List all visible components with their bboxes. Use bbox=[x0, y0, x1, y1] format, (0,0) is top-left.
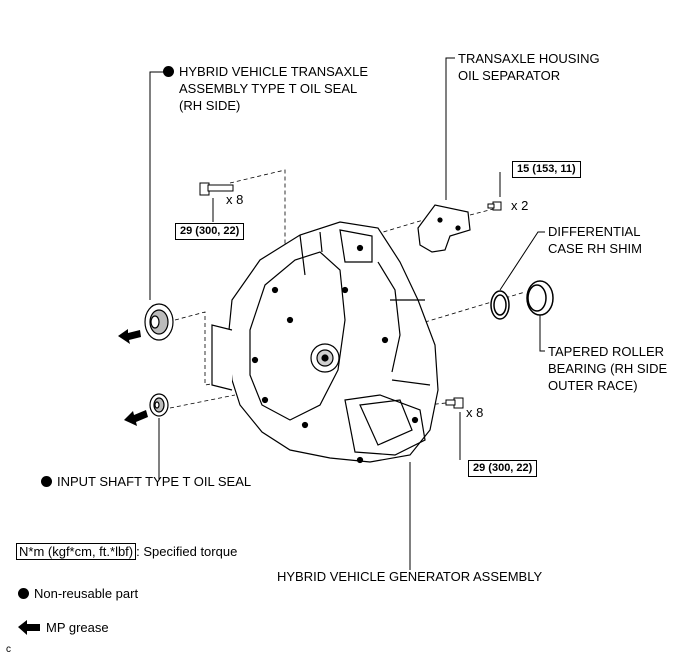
side-bolt-part bbox=[445, 397, 464, 409]
label-oil-seal-rh: HYBRID VEHICLE TRANSAXLE ASSEMBLY TYPE T… bbox=[163, 63, 368, 114]
label-diff-shim: DIFFERENTIAL CASE RH SHIM bbox=[548, 224, 642, 256]
torque-side-bolt: 29 (300, 22) bbox=[468, 460, 538, 477]
separator-bolt-part bbox=[487, 201, 502, 211]
legend-grease: MP grease bbox=[46, 620, 109, 635]
leader-lines bbox=[149, 57, 545, 570]
label-generator: HYBRID VEHICLE GENERATOR ASSEMBLY bbox=[277, 569, 543, 584]
transaxle-housing bbox=[211, 221, 439, 464]
non-reusable-icon bbox=[18, 588, 29, 599]
label-roller-bearing: TAPERED ROLLER BEARING (RH SIDE OUTER RA… bbox=[548, 344, 668, 393]
label-oil-separator: TRANSAXLE HOUSING OIL SEPARATOR bbox=[458, 51, 600, 83]
qty-top-bolt: x 8 bbox=[226, 192, 244, 207]
oil-separator-part bbox=[417, 204, 471, 253]
torque-top-bolt: 29 (300, 22) bbox=[175, 223, 245, 240]
top-bolt-part bbox=[199, 182, 234, 196]
qty-side-bolt: x 8 bbox=[466, 405, 484, 420]
input-shaft-seal-part bbox=[149, 393, 169, 417]
non-reusable-icon bbox=[41, 476, 52, 487]
qty-separator-bolt: x 2 bbox=[511, 198, 529, 213]
legend-arrow-icon bbox=[18, 620, 40, 635]
diff-shim-part bbox=[490, 290, 510, 320]
grease-arrows bbox=[118, 329, 148, 426]
oil-seal-rh-part bbox=[144, 303, 174, 341]
corner-letter: c bbox=[6, 644, 11, 655]
label-input-seal: INPUT SHAFT TYPE T OIL SEAL bbox=[41, 473, 251, 490]
torque-separator-bolt: 15 (153, 11) bbox=[512, 161, 581, 178]
legend-torque: N*m (kgf*cm, ft.*lbf): Specified torque bbox=[16, 543, 237, 560]
non-reusable-icon bbox=[163, 66, 174, 77]
legend-non-reusable: Non-reusable part bbox=[18, 585, 138, 602]
bearing-race-part bbox=[526, 280, 554, 316]
legend-torque-unit: N*m (kgf*cm, ft.*lbf) bbox=[16, 543, 137, 560]
